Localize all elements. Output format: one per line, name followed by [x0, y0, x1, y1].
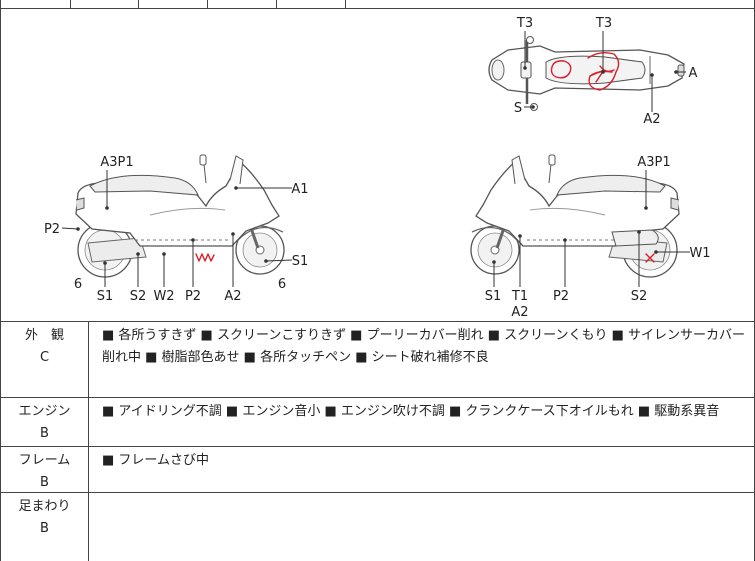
- header-cell: [1, 0, 71, 8]
- part-label: W2: [153, 289, 174, 304]
- part-labels-right: A3P1 W1 S1 T1 A2 P2 S2: [485, 155, 711, 320]
- part-labels-top: T3 T3 A S A2: [514, 16, 698, 127]
- part-label: A1: [291, 182, 308, 197]
- header-cell: [71, 0, 139, 8]
- header-cell: [208, 0, 277, 8]
- row-label: フレーム: [18, 453, 71, 468]
- part-label: S: [514, 101, 522, 116]
- row-notes: ■ 各所うすきず ■ スクリーンこすりきず ■ プーリーカバー削れ ■ スクリー…: [102, 328, 746, 365]
- part-label: P2: [553, 289, 569, 304]
- muffler: [611, 229, 659, 247]
- row-grade: B: [40, 426, 49, 441]
- row-notes: ■ アイドリング不調 ■ エンジン音小 ■ エンジン吹け不調 ■ クランクケース…: [102, 404, 720, 419]
- row-notes: ■ フレームさび中: [102, 453, 210, 468]
- leader-lines: [61, 31, 690, 287]
- part-label: 6: [278, 277, 286, 292]
- scooter-top-view: [488, 36, 685, 111]
- row-grade: B: [40, 521, 49, 536]
- part-label: A: [689, 66, 698, 81]
- header-cell: [346, 0, 754, 8]
- damage-mark: [195, 253, 215, 262]
- part-label: T3: [516, 16, 533, 31]
- part-label: A3P1: [637, 155, 670, 170]
- inspection-rows: 外 観 C ■ 各所うすきず ■ スクリーンこすりきず ■ プーリーカバー削れ …: [0, 322, 755, 561]
- scooter-diagram: T3 T3 A S A2 A3P1 A1 P2 S1 6 6 S1 S2 W2 …: [44, 16, 711, 320]
- part-label: T1: [511, 289, 528, 304]
- damage-mark: [550, 60, 572, 79]
- part-label: P2: [185, 289, 201, 304]
- dashboard: [520, 61, 532, 79]
- part-label: W1: [689, 246, 710, 261]
- part-label: A2: [511, 305, 528, 320]
- part-labels-left: A3P1 A1 P2 S1 6 6 S1 S2 W2 P2 A2: [44, 155, 309, 304]
- part-label: S1: [292, 254, 309, 269]
- row-label-cell: 足まわり B: [1, 493, 89, 561]
- top-taillight: [677, 64, 685, 77]
- part-label: S1: [485, 289, 502, 304]
- part-label: A2: [643, 112, 660, 127]
- top-header-row: [0, 0, 755, 8]
- row-exterior: 外 観 C ■ 各所うすきず ■ スクリーンこすりきず ■ プーリーカバー削れ …: [0, 322, 755, 398]
- row-suspension: 足まわり B: [0, 493, 755, 561]
- part-label: A3P1: [100, 155, 133, 170]
- header-cell: [139, 0, 208, 8]
- row-label: 足まわり: [18, 499, 71, 514]
- part-label: P2: [44, 222, 60, 237]
- row-label-cell: 外 観 C: [1, 322, 89, 397]
- mirror-left: [526, 36, 534, 44]
- row-frame: フレーム B ■ フレームさび中: [0, 447, 755, 493]
- row-label: エンジン: [18, 404, 71, 419]
- row-label-cell: フレーム B: [1, 447, 89, 492]
- part-label: S2: [631, 289, 648, 304]
- row-engine: エンジン B ■ アイドリング不調 ■ エンジン音小 ■ エンジン吹け不調 ■ …: [0, 398, 755, 447]
- row-grade: C: [39, 350, 50, 365]
- damage-mark: [645, 253, 655, 263]
- damage-mark: [589, 65, 615, 83]
- scooter-right-view: [469, 153, 681, 279]
- row-grade: B: [40, 475, 49, 490]
- row-label-cell: エンジン B: [1, 398, 89, 446]
- top-seat: [545, 55, 646, 85]
- damage-diagram-box: T3 T3 A S A2 A3P1 A1 P2 S1 6 6 S1 S2 W2 …: [0, 8, 755, 322]
- part-label: S2: [130, 289, 147, 304]
- header-cell: [277, 0, 346, 8]
- leader-line: [264, 259, 293, 263]
- part-label: 6: [74, 277, 82, 292]
- leader-line: [61, 227, 80, 231]
- headlight: [491, 59, 505, 81]
- part-label: S1: [97, 289, 114, 304]
- part-label: T3: [595, 16, 612, 31]
- row-notes: [89, 493, 754, 561]
- row-label: 外 観: [24, 328, 64, 343]
- part-label: A2: [224, 289, 241, 304]
